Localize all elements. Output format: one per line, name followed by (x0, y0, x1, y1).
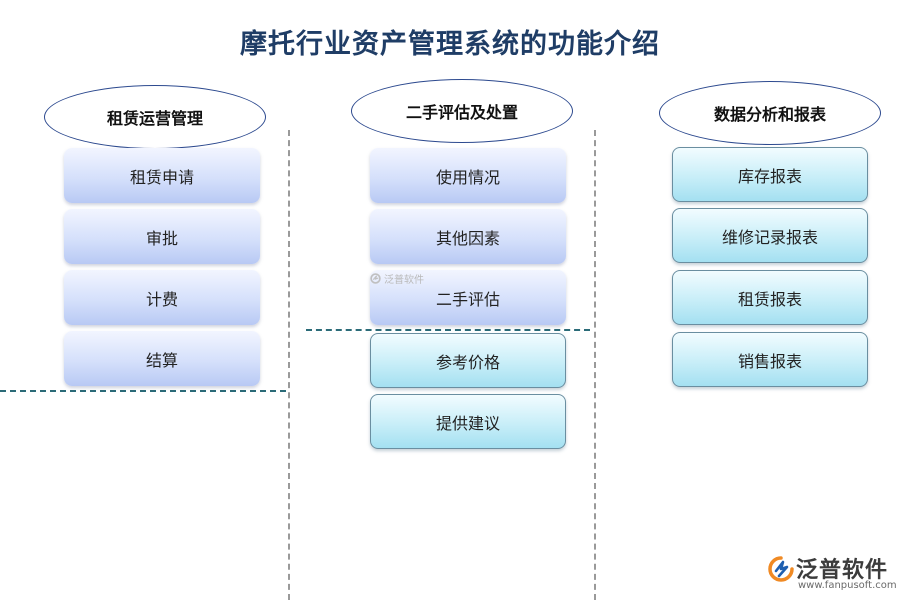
item-approval: 审批 (64, 209, 260, 264)
item-label: 参考价格 (435, 352, 500, 372)
item-label: 计费 (145, 289, 178, 309)
watermark-small-text: 泛普软件 (384, 275, 424, 286)
item-other-factors: 其他因素 (370, 209, 566, 264)
item-maintenance-record-report: 维修记录报表 (672, 208, 868, 263)
item-inventory-report: 库存报表 (672, 147, 868, 202)
column-header-rental-operations: 租赁运营管理 (44, 85, 266, 149)
item-second-hand-evaluation: 二手评估 (370, 270, 566, 325)
watermark-small: 泛普软件 (370, 271, 424, 286)
diagram-title: 摩托行业资产管理系统的功能介绍 (240, 29, 660, 60)
item-label: 租赁报表 (737, 289, 802, 309)
section-divider-middle (306, 329, 590, 331)
item-billing: 计费 (64, 270, 260, 325)
item-label: 其他因素 (435, 228, 500, 248)
item-rental-application: 租赁申请 (64, 148, 260, 203)
brand-logo: 泛普软件 www.fanpusoft.com (768, 552, 897, 596)
column-divider-right (594, 130, 596, 600)
brand-logo-name: 泛普软件 (796, 558, 889, 583)
item-usage-status: 使用情况 (370, 148, 566, 203)
item-label: 结算 (145, 350, 178, 370)
item-label: 销售报表 (737, 351, 802, 371)
column-divider-left (288, 130, 290, 600)
column-header-label: 数据分析和报表 (713, 105, 826, 124)
item-sales-report: 销售报表 (672, 332, 868, 387)
item-label: 审批 (145, 228, 178, 248)
item-label: 提供建议 (435, 413, 500, 433)
item-provide-advice: 提供建议 (370, 394, 566, 449)
item-label: 使用情况 (435, 167, 500, 187)
item-label: 二手评估 (435, 289, 500, 309)
item-label: 租赁申请 (129, 167, 194, 187)
column-header-second-hand-evaluation: 二手评估及处置 (351, 79, 573, 143)
brand-logo-url: www.fanpusoft.com (798, 580, 897, 591)
item-label: 库存报表 (737, 166, 802, 186)
section-divider-left (0, 390, 286, 392)
column-header-data-analysis-reports: 数据分析和报表 (659, 81, 881, 145)
item-reference-price: 参考价格 (370, 333, 566, 388)
brand-logo-icon (768, 556, 794, 582)
item-label: 维修记录报表 (721, 227, 818, 247)
column-header-label: 二手评估及处置 (405, 103, 518, 122)
logo-icon (370, 273, 381, 284)
item-rental-report: 租赁报表 (672, 270, 868, 325)
item-settlement: 结算 (64, 331, 260, 386)
column-header-label: 租赁运营管理 (106, 109, 203, 128)
